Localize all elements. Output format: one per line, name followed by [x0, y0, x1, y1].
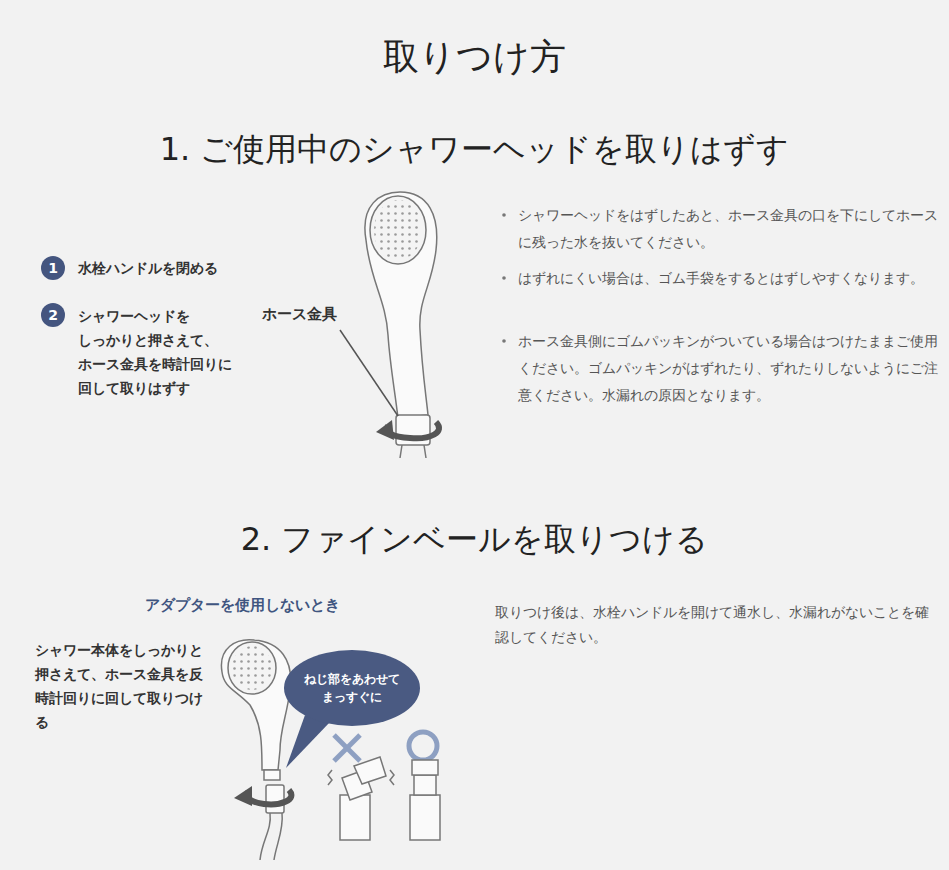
note-text: ホース金具側にゴムパッキンがついている場合はつけたままご使用ください。ゴムパッキ… — [518, 328, 942, 409]
callout-number: 2 — [48, 308, 58, 322]
step-number: 2 — [41, 303, 65, 327]
leader-line — [340, 330, 398, 416]
page-title: 取りつけ方 — [0, 34, 949, 80]
bubble-text: ねじ部をあわせて まっすぐに — [298, 670, 406, 706]
thread-right — [410, 760, 440, 840]
shower-head-removal — [365, 192, 437, 458]
section-heading: 1. ご使用中のシャワーヘッドを取りはずす — [0, 128, 949, 170]
rotation-arrow — [234, 786, 291, 806]
section-heading: 2. ファインベールを取りつける — [0, 518, 949, 560]
thread-wrong — [340, 757, 386, 840]
shake-marks — [328, 770, 394, 785]
note-text: 取りつけ後は、水栓ハンドルを開けて通水し、水漏れがないことを確認してください。 — [495, 600, 940, 650]
note-text: シャワーヘッドをはずしたあと、ホース金具の口を下にしてホースに残った水を抜いてく… — [518, 202, 942, 256]
speech-bubble: ねじ部をあわせて まっすぐに — [284, 650, 420, 726]
note-text: はずれにくい場合は、ゴム手袋をするとはずしやすくなります。 — [518, 265, 942, 292]
step-text: 水栓ハンドルを閉める — [78, 258, 298, 278]
step-number: 1 — [41, 256, 65, 280]
part-name: ホース金具 — [262, 304, 352, 324]
callout-number: 1 — [48, 261, 58, 275]
step-text: シャワーヘッドを しっかりと押さえて、 ホース金具を時計回りに 回して取りはずす — [78, 304, 268, 400]
wrong-mark — [334, 735, 360, 761]
bullet-dots — [502, 213, 506, 343]
sub-heading: アダプターを使用しないとき — [112, 594, 372, 616]
shower-head-install — [221, 640, 290, 860]
rotation-arrow — [376, 420, 439, 440]
bubble-tail — [286, 715, 330, 768]
step-text: シャワー本体をしっかりと押さえて、ホース金具を反時計回りに回して取りつける — [35, 638, 207, 734]
node-shape — [284, 650, 420, 726]
right-mark — [409, 732, 437, 760]
